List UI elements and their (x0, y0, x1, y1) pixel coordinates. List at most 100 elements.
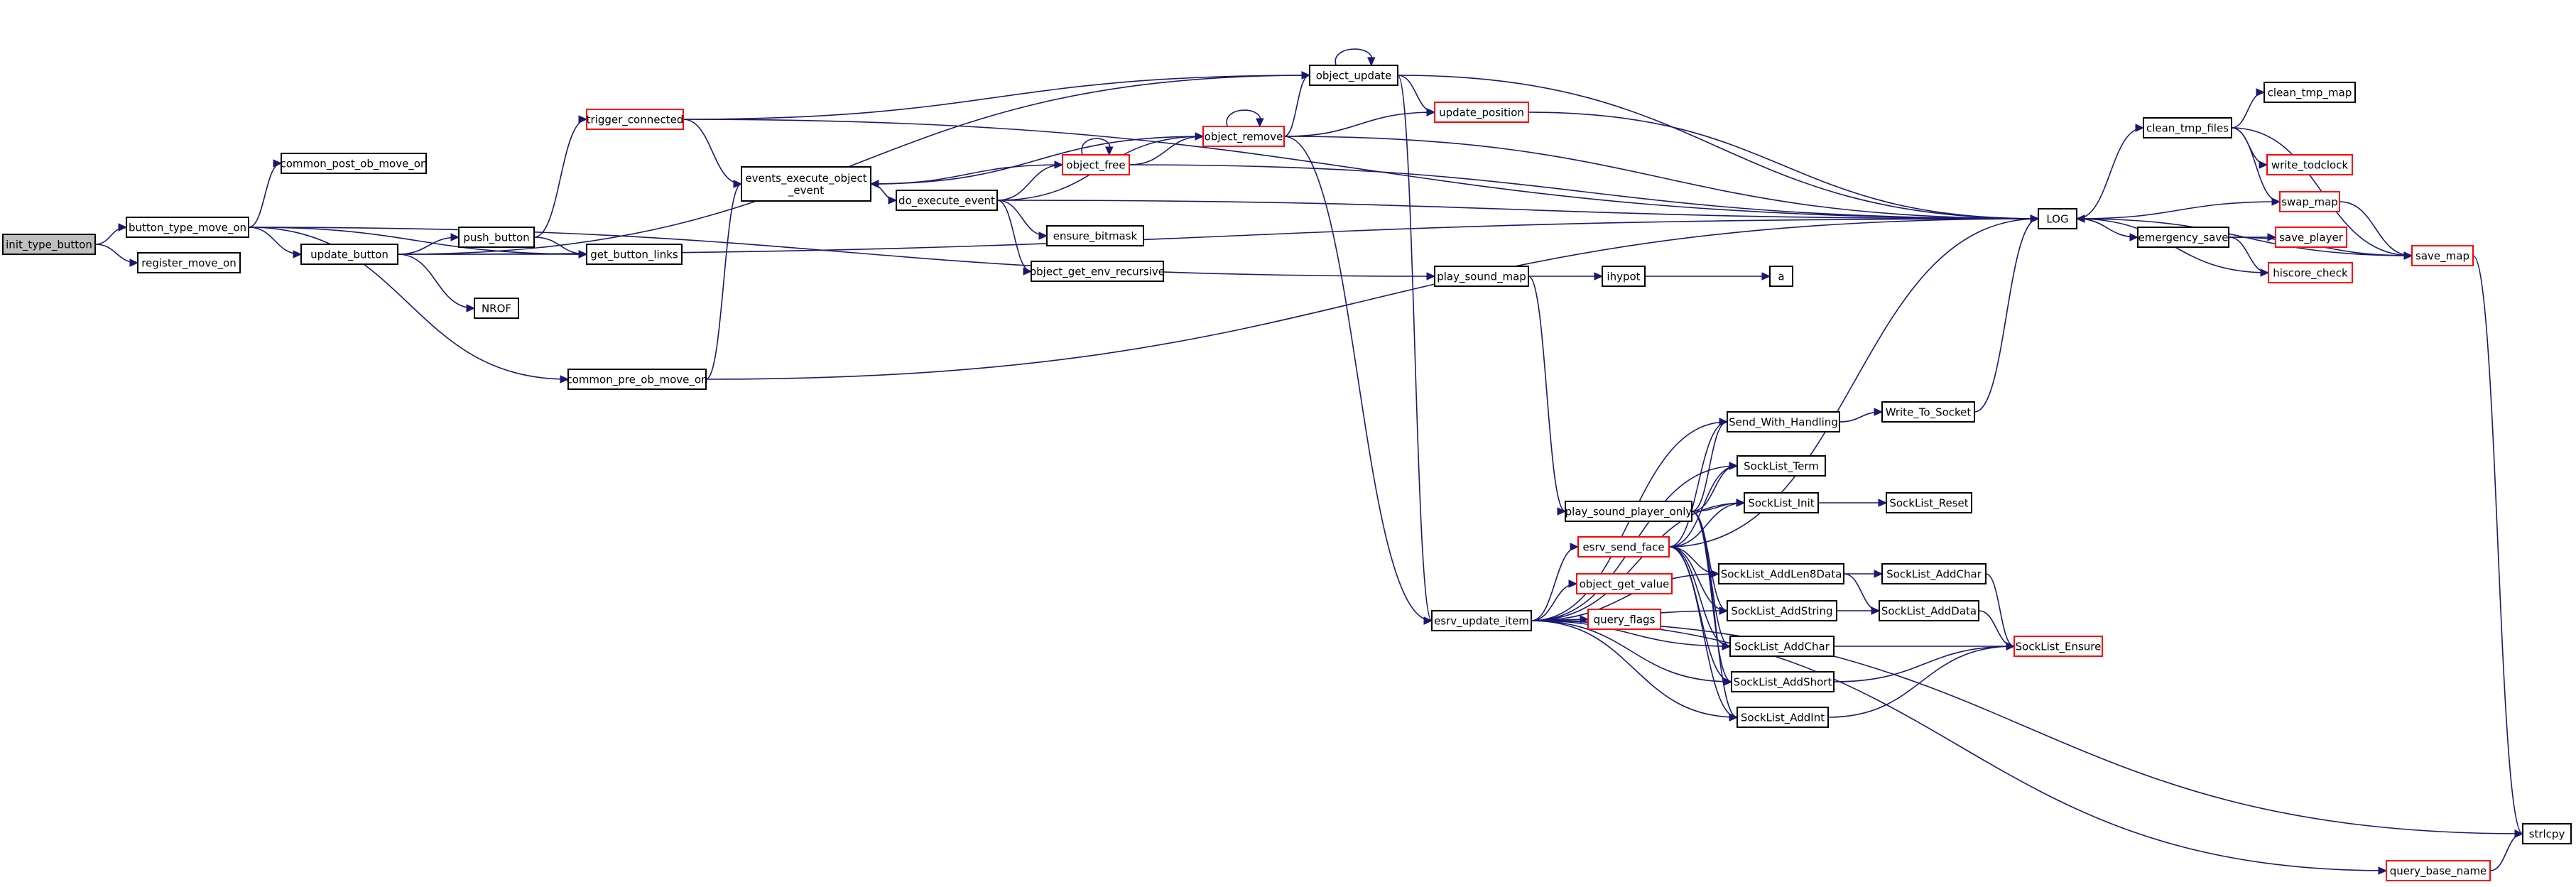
edge-line (1668, 465, 1738, 548)
edge-clean-tmp-files-to-clean-tmp-map (2231, 88, 2266, 129)
node-label: query_base_name (2390, 865, 2487, 878)
arrowhead (2075, 214, 2085, 223)
arrowhead (1367, 57, 1376, 67)
node-label: SockList_Reset (1889, 497, 1968, 511)
node-update-position[interactable]: update_position (1434, 102, 1529, 123)
node-socklist-term[interactable]: SockList_Term (1737, 455, 1826, 477)
edge-line (1528, 111, 2039, 219)
arrowhead (1874, 570, 1884, 578)
node-a[interactable]: a (1769, 266, 1793, 287)
node-events-execute-object-event[interactable]: events_execute_object_event (741, 166, 871, 202)
edge-object-free-to-events-execute-object-event (869, 164, 1063, 188)
edge-line (870, 164, 1063, 185)
node-socklist-init[interactable]: SockList_Init (1744, 492, 1819, 513)
node-register-move-on[interactable]: register_move_on (137, 252, 241, 273)
node-object-get-env-recursive[interactable]: object_get_env_recursive (1030, 261, 1165, 282)
node-strlcpy[interactable]: strlcpy (2522, 823, 2572, 844)
node-play-sound-player-only[interactable]: play_sound_player_only (1565, 501, 1692, 522)
arrowhead (2256, 88, 2266, 97)
node-box (1727, 411, 1840, 432)
arrowhead (450, 233, 460, 241)
node-socklist-adddata[interactable]: SockList_AddData (1879, 600, 1979, 621)
arrowhead (1719, 606, 1729, 615)
edge-line (683, 119, 742, 185)
node-box (586, 244, 683, 265)
node-esrv-update-item[interactable]: esrv_update_item (1431, 610, 1532, 631)
node-common-pre-ob-move-on[interactable]: common_pre_ob_move_on (566, 369, 708, 390)
edge-object-update-to-update-position (1397, 75, 1436, 116)
node-socklist-ensure[interactable]: SockList_Ensure (2013, 636, 2103, 657)
edge-save-map-to-log (2075, 214, 2413, 256)
node-label: SockList_AddShort (1734, 676, 1832, 690)
node-clean-tmp-map[interactable]: clean_tmp_map (2263, 82, 2356, 103)
node-label: SockList_AddData (1881, 605, 1977, 619)
node-do-execute-event[interactable]: do_execute_event (896, 190, 998, 211)
edge-esrv-update-item-to-socklist-addchar (1531, 620, 1732, 651)
node-box (2386, 860, 2491, 881)
node-socklist-addchar-r[interactable]: SockList_AddChar (1881, 563, 1987, 584)
node-object-remove[interactable]: object_remove (1202, 126, 1285, 147)
node-socklist-addlen8data[interactable]: SockList_AddLen8Data (1718, 563, 1844, 584)
node-query-flags[interactable]: query_flags (1587, 609, 1661, 630)
node-clean-tmp-files[interactable]: clean_tmp_files (2143, 117, 2232, 138)
node-ensure-bitmask[interactable]: ensure_bitmask (1046, 225, 1144, 246)
node-label: play_sound_map (1437, 271, 1526, 284)
node-socklist-addshort[interactable]: SockList_AddShort (1731, 671, 1835, 692)
edge-object-update-to-object-update (1335, 48, 1376, 67)
node-button-type-move-on[interactable]: button_type_move_on (126, 217, 249, 238)
arrowhead (273, 159, 283, 168)
edge-line (1531, 620, 2523, 834)
edge-socklist-addchar-r-to-socklist-ensure (1985, 573, 2016, 651)
edge-esrv-update-item-to-query-base-name (1531, 620, 2388, 875)
edge-line (1528, 276, 1566, 512)
node-push-button[interactable]: push_button (458, 227, 535, 248)
node-ihypot[interactable]: ihypot (1602, 266, 1646, 287)
node-swap-map[interactable]: swap_map (2279, 191, 2340, 212)
node-emergency-save[interactable]: emergency_save (2137, 227, 2229, 248)
node-box (1587, 609, 1661, 630)
node-save-map[interactable]: save_map (2411, 245, 2474, 266)
node-init-type-button[interactable]: init_type_button (2, 234, 96, 255)
node-play-sound-map[interactable]: play_sound_map (1434, 266, 1529, 287)
node-query-base-name[interactable]: query_base_name (2386, 860, 2491, 881)
edge-object-remove-to-events-execute-object-event (869, 136, 1204, 188)
edge-line (1985, 573, 2015, 647)
edge-common-pre-ob-move-on-to-events-execute-object-event (705, 180, 743, 380)
arrowhead (1723, 678, 1733, 686)
node-socklist-reset[interactable]: SockList_Reset (1886, 492, 1972, 513)
edge-push-button-to-get-button-links (533, 236, 588, 259)
node-object-update[interactable]: object_update (1309, 65, 1398, 86)
edge-line (996, 200, 1032, 272)
node-label: save_player (2279, 232, 2344, 245)
node-socklist-addstring[interactable]: SockList_AddString (1727, 600, 1837, 621)
arrowhead (1871, 606, 1881, 615)
arrowhead (2135, 124, 2145, 132)
node-save-player[interactable]: save_player (2275, 227, 2347, 248)
node-label: SockList_AddLen8Data (1721, 568, 1842, 582)
node-trigger-connected[interactable]: trigger_connected (586, 109, 684, 130)
edge-line (2076, 218, 2138, 238)
node-send-with-handling[interactable]: Send_With_Handling (1727, 411, 1840, 432)
edge-line (2231, 92, 2265, 129)
node-object-get-value[interactable]: object_get_value (1576, 573, 1673, 594)
node-socklist-addint[interactable]: SockList_AddInt (1737, 707, 1829, 728)
node-esrv-send-face[interactable]: esrv_send_face (1577, 536, 1670, 557)
arrowhead (2030, 214, 2040, 223)
node-log[interactable]: LOG (2038, 208, 2077, 229)
edge-line (996, 200, 2039, 219)
edge-esrv-update-item-to-esrv-send-face (1531, 543, 1580, 621)
node-socklist-addchar[interactable]: SockList_AddChar (1729, 636, 1835, 657)
node-object-free[interactable]: object_free (1062, 154, 1130, 175)
edge-line (1668, 502, 1745, 548)
node-write-to-socket[interactable]: Write_To_Socket (1881, 401, 1975, 423)
edge-line (1974, 218, 2039, 413)
node-write-todclock[interactable]: write_todclock (2266, 154, 2353, 175)
node-get-button-links[interactable]: get_button_links (586, 244, 683, 265)
node-box (1737, 707, 1829, 728)
node-update-button[interactable]: update_button (300, 244, 398, 265)
node-hiscore-check[interactable]: hiscore_check (2268, 262, 2353, 283)
edge-line (705, 218, 2039, 380)
node-common-post-ob-move-on[interactable]: common_post_ob_move_on (280, 153, 428, 174)
node-nrof[interactable]: NROF (474, 298, 519, 319)
node-box (1202, 126, 1285, 147)
